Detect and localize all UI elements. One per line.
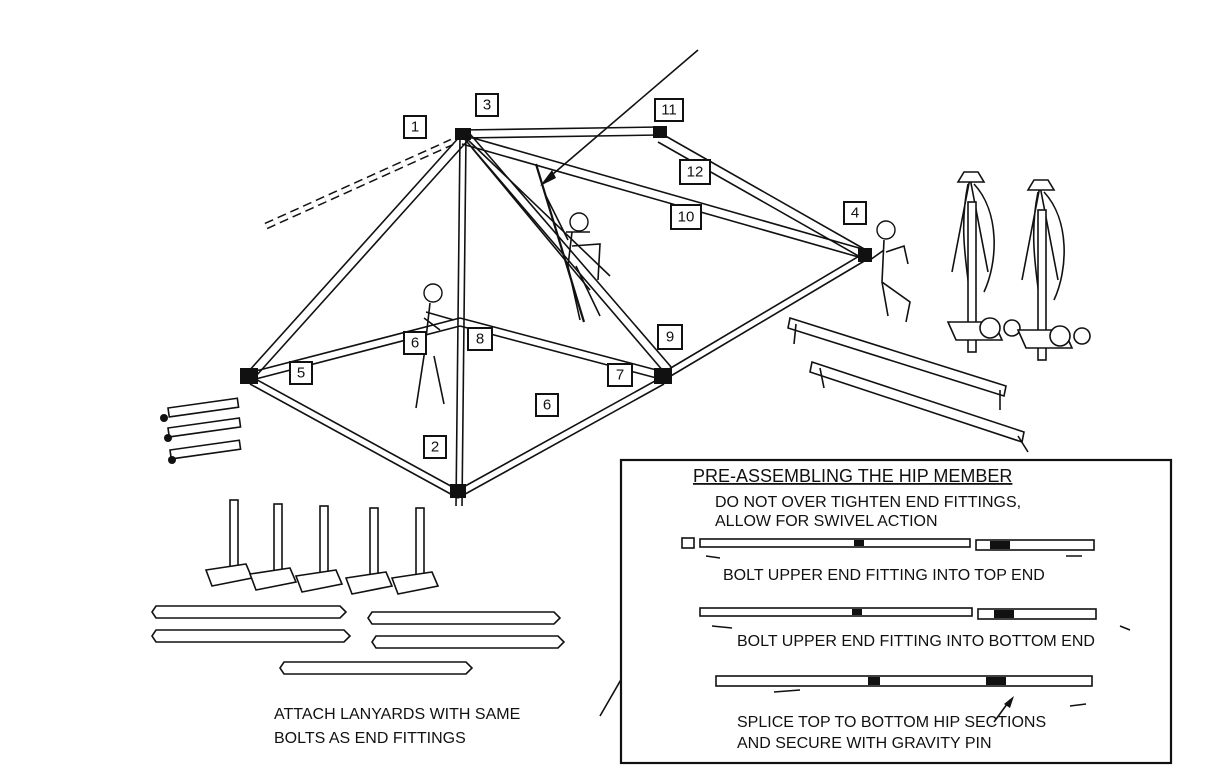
arrow-head (540, 170, 556, 186)
inset-step2: BOLT UPPER END FITTING INTO BOTTOM END (737, 633, 1095, 650)
base-perimeter (249, 251, 867, 499)
hip-section-row-3 (715, 675, 1093, 707)
corner-fitting (654, 368, 672, 384)
worker-figure (869, 220, 911, 323)
corner-fitting (240, 368, 258, 384)
svg-text:2: 2 (431, 439, 439, 456)
svg-text:1: 1 (411, 119, 419, 136)
hip-section-row-1 (681, 537, 1095, 559)
callout-7: 7 (607, 363, 633, 387)
callout-6-base: 6 (535, 393, 559, 417)
base-plate-stakes (204, 499, 440, 595)
inset-title: PRE-ASSEMBLING THE HIP MEMBER (693, 466, 1012, 486)
callout-11: 11 (654, 98, 684, 122)
tent-frame (240, 126, 872, 507)
apex-fitting (455, 128, 471, 140)
inset-step1: BOLT UPPER END FITTING INTO TOP END (723, 567, 1045, 584)
callout-2: 2 (423, 435, 447, 459)
separate-poles (787, 316, 1029, 453)
callout-6: 6 (403, 331, 427, 355)
winch-stands (946, 171, 1091, 361)
callout-10: 10 (670, 204, 702, 230)
inset-note-line1: DO NOT OVER TIGHTEN END FITTINGS, (715, 494, 1021, 511)
callout-12: 12 (679, 159, 711, 185)
svg-text:6: 6 (543, 397, 551, 414)
pointer-line (545, 49, 699, 181)
inset-step3-line1: SPLICE TOP TO BOTTOM HIP SECTIONS (737, 714, 1046, 731)
callout-4: 4 (843, 201, 867, 225)
svg-text:9: 9 (666, 329, 674, 346)
callout-5: 5 (289, 361, 313, 385)
corner-fitting (858, 248, 872, 262)
callout-8: 8 (467, 327, 493, 351)
worker-figure (534, 163, 601, 323)
callout-1: 1 (403, 115, 427, 139)
svg-text:6: 6 (411, 335, 419, 352)
inset-note-line2: ALLOW FOR SWIVEL ACTION (715, 513, 938, 530)
hip-member-inset: PRE-ASSEMBLING THE HIP MEMBER DO NOT OVE… (619, 458, 1173, 765)
svg-text:4: 4 (851, 205, 859, 222)
svg-text:10: 10 (678, 209, 695, 226)
svg-text:5: 5 (297, 365, 305, 382)
svg-text:7: 7 (616, 367, 624, 384)
hip-section-row-2 (699, 607, 1131, 631)
callout-3: 3 (475, 93, 499, 117)
lanyard-note-line1: ATTACH LANYARDS WITH SAME (274, 706, 520, 723)
lanyard-bundle (160, 397, 242, 464)
corner-fitting (450, 484, 466, 498)
inset-step3-line2: AND SECURE WITH GRAVITY PIN (737, 735, 992, 752)
worker-figure (415, 283, 455, 409)
lanyard-note-line2: BOLTS AS END FITTINGS (274, 730, 466, 747)
ridge-end-fitting (653, 126, 667, 138)
ridge-pole (461, 126, 661, 139)
loose-tubes (151, 605, 566, 675)
svg-text:11: 11 (661, 102, 677, 119)
callout-9: 9 (657, 324, 683, 350)
svg-text:12: 12 (687, 164, 704, 181)
svg-text:3: 3 (483, 97, 491, 114)
hip-rafters (247, 133, 673, 377)
king-pole (455, 135, 467, 507)
svg-text:8: 8 (476, 331, 484, 348)
